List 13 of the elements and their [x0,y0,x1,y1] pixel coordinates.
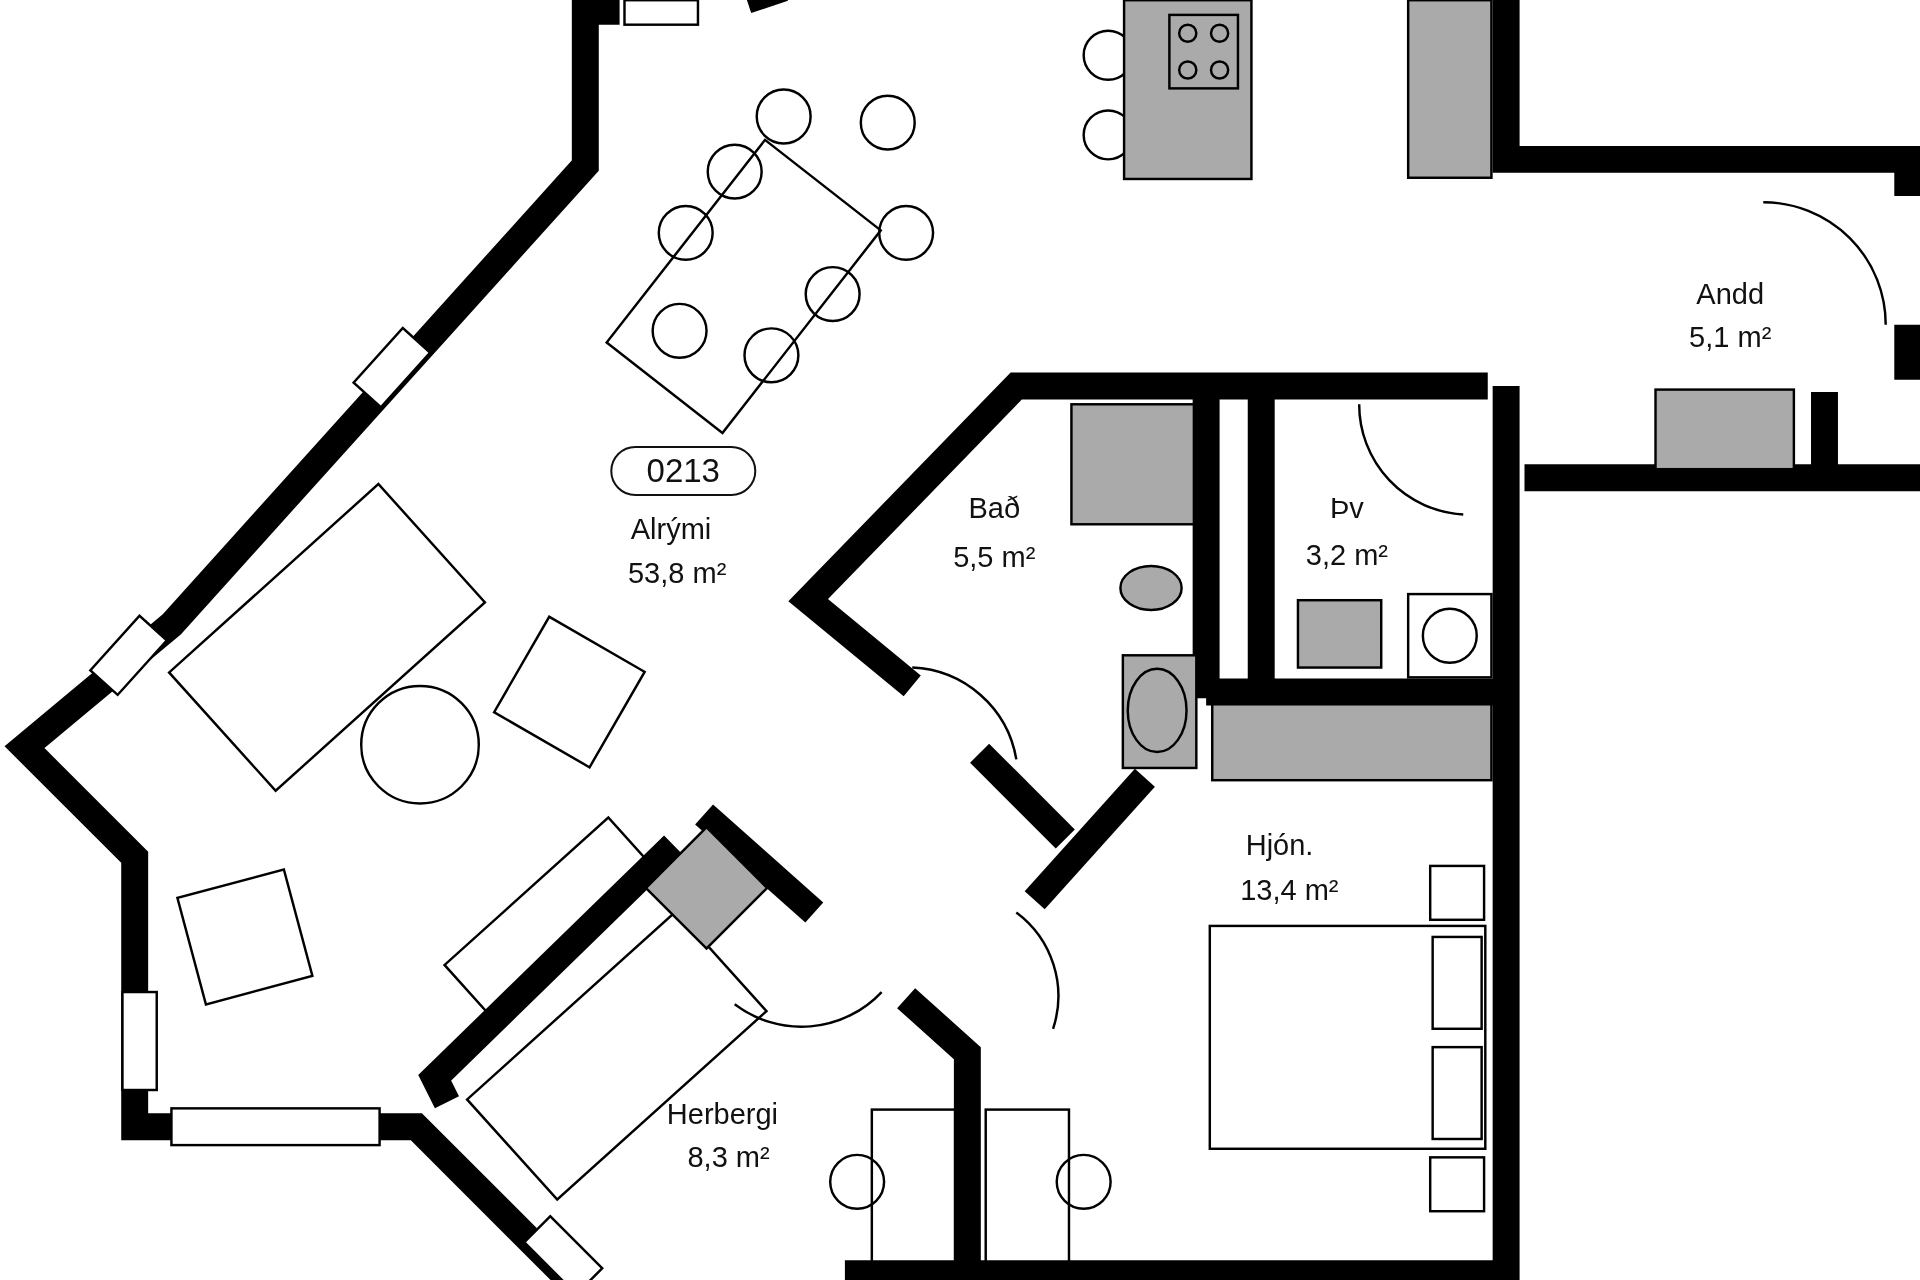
room-name: Hjón. [1245,828,1314,862]
room-name: Herbergi [666,1097,779,1131]
room-name: Bað [968,491,1021,525]
room-area: 8,3 m² [687,1140,770,1174]
room-name: Alrými [630,512,712,546]
room-area: 53,8 m² [628,556,727,590]
room-name: Andd [1696,277,1765,311]
room-area: 13,4 m² [1240,873,1339,907]
room-name: Þv [1330,491,1364,525]
room-area: 5,1 m² [1689,320,1772,354]
room-area: 5,5 m² [953,540,1036,574]
unit-number-tag: 0213 [610,446,756,497]
room-area: 3,2 m² [1305,538,1389,572]
